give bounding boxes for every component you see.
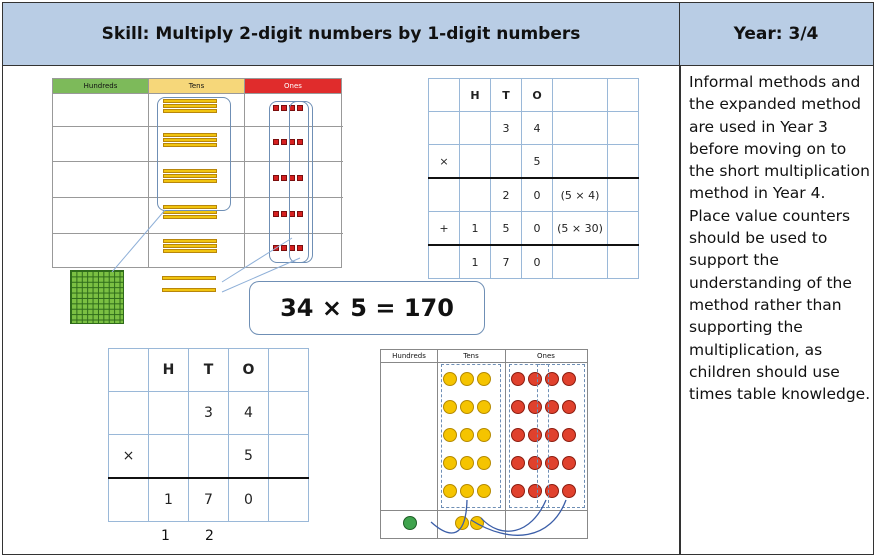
grid-row: 170 [109,478,309,522]
grid-cell: 2 [491,178,522,212]
grid-cell: T [189,349,229,392]
grid-cell: 1 [460,245,491,279]
grid-cell: H [460,79,491,112]
equation-callout: 34 × 5 = 170 [249,281,485,335]
exchange-arrows [381,350,587,540]
grid-cell [553,145,608,179]
grid-cell: × [429,145,460,179]
tens-header: Tens [149,79,244,94]
notes-paragraph-2: Place value counters should be used to s… [689,205,873,406]
ones-header: Ones [245,79,341,94]
grid-row: 20(5 × 4) [429,178,639,212]
grid-cell [608,245,639,279]
short-method-grid: HTO34×5170 [108,348,309,522]
grid-cell: 0 [522,178,553,212]
ten-rod [163,215,217,219]
grid-cell: 1 [149,478,189,522]
carry-digit: 1 [161,528,170,544]
grid-cell [460,145,491,179]
grid-cell: 0 [229,478,269,522]
grid-cell [553,79,608,112]
grid-cell: 4 [522,112,553,145]
grid-cell [429,112,460,145]
ten-rod [162,276,216,280]
hundreds-header: Hundreds [53,79,148,94]
grid-cell: (5 × 4) [553,178,608,212]
grid-cell [553,245,608,279]
grid-cell [269,392,309,435]
grid-cell [189,435,229,479]
grid-cell: T [491,79,522,112]
grid-cell [269,478,309,522]
ten-rod [163,249,217,253]
grid-cell [608,79,639,112]
regroup-outline-ones-2 [289,101,313,263]
column-divider [679,65,681,555]
hundred-block [70,270,124,324]
place-value-chart-counters: Hundreds Tens Ones [380,349,588,539]
carry-digit: 2 [205,528,214,544]
ten-rod [162,288,216,292]
grid-cell [608,212,639,246]
place-value-chart-blocks: Hundreds Tens Ones [52,78,342,268]
hundreds-column: Hundreds [53,79,149,267]
grid-cell: 7 [189,478,229,522]
header-bar: Skill: Multiply 2-digit numbers by 1-dig… [3,3,873,66]
grid-cell [429,178,460,212]
grid-cell: 0 [522,245,553,279]
grid-cell: 5 [522,145,553,179]
grid-cell [491,145,522,179]
grid-cell: 4 [229,392,269,435]
grid-cell: × [109,435,149,479]
grid-cell [269,435,309,479]
grid-cell: O [229,349,269,392]
year-label: Year: 3/4 [679,3,873,65]
grid-cell [460,112,491,145]
grid-cell: O [522,79,553,112]
grid-cell [269,349,309,392]
grid-cell [109,478,149,522]
skill-title: Skill: Multiply 2-digit numbers by 1-dig… [3,3,680,65]
expanded-method-grid: HTO34×520(5 × 4)+150(5 × 30)170 [428,78,639,279]
grid-cell [109,392,149,435]
grid-cell: H [149,349,189,392]
exchange-arrow [481,500,546,531]
grid-cell [553,112,608,145]
grid-cell: 5 [491,212,522,246]
grid-cell: 7 [491,245,522,279]
grid-cell: 5 [229,435,269,479]
teacher-notes: Informal methods and the expanded method… [689,71,873,405]
grid-cell [149,435,189,479]
grid-cell [608,178,639,212]
grid-cell [149,392,189,435]
grid-cell: 3 [491,112,522,145]
grid-cell: + [429,212,460,246]
grid-cell [460,178,491,212]
grid-cell: 0 [522,212,553,246]
grid-cell [429,245,460,279]
grid-cell [429,79,460,112]
grid-row: ×5 [429,145,639,179]
grid-cell: (5 × 30) [553,212,608,246]
grid-cell: 3 [189,392,229,435]
regroup-outline-tens [157,97,231,211]
grid-cell [109,349,149,392]
grid-cell [608,112,639,145]
notes-paragraph-1: Informal methods and the expanded method… [689,71,873,205]
ten-rod [163,244,217,248]
grid-row: ×5 [109,435,309,479]
exchange-arrow [431,500,467,533]
ten-rod [163,239,217,243]
grid-cell: 1 [460,212,491,246]
grid-cell [608,145,639,179]
